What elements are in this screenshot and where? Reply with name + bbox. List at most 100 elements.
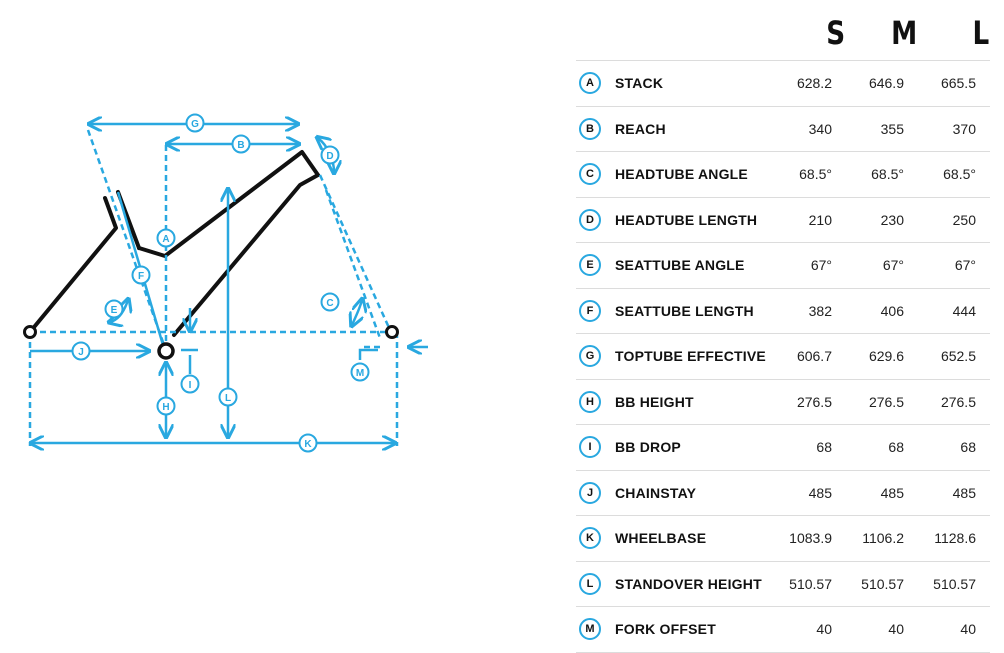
svg-text:L: L xyxy=(225,393,231,404)
value-s: 210 xyxy=(808,211,832,228)
table-row: I BB DROP 68 68 68 xyxy=(576,425,990,471)
marker-m: M xyxy=(350,362,370,382)
marker-i: I xyxy=(180,374,200,394)
value-m: 1106.2 xyxy=(862,530,904,547)
row-label: STACK xyxy=(615,75,664,92)
value-l: 665.5 xyxy=(940,75,976,92)
value-l: 444 xyxy=(952,302,976,319)
value-m: 406 xyxy=(880,302,904,319)
svg-text:M: M xyxy=(356,368,364,379)
marker-c: C xyxy=(320,292,340,312)
value-l: 68 xyxy=(960,439,976,456)
value-m: 510.57 xyxy=(861,575,904,592)
marker-d: D xyxy=(320,145,340,165)
value-l: 67° xyxy=(954,257,976,274)
marker-h: H xyxy=(156,396,176,416)
front-axle-circle xyxy=(385,325,399,339)
value-s: 276.5 xyxy=(796,393,832,410)
size-header: S M L xyxy=(576,6,990,60)
svg-text:K: K xyxy=(304,439,312,450)
bottom-bracket-circle xyxy=(157,342,175,360)
value-s: 40 xyxy=(816,621,832,638)
row-key-badge: A xyxy=(579,72,601,95)
seatstay-line xyxy=(28,196,118,334)
value-s: 68.5° xyxy=(799,166,832,183)
value-s: 340 xyxy=(808,120,832,137)
svg-text:H: H xyxy=(162,402,169,413)
row-label: TOPTUBE EFFECTIVE xyxy=(615,348,766,365)
row-label: HEADTUBE ANGLE xyxy=(615,166,748,183)
value-l: 276.5 xyxy=(940,393,976,410)
marker-g: G xyxy=(185,113,205,133)
diagram-markers: G B D A F E C J I H L M K xyxy=(71,113,370,453)
svg-text:F: F xyxy=(138,271,144,282)
svg-text:A: A xyxy=(162,234,169,245)
bike-frame xyxy=(28,150,320,337)
svg-text:G: G xyxy=(191,119,199,130)
row-label: BB DROP xyxy=(615,439,681,456)
row-label: FORK OFFSET xyxy=(615,621,716,638)
row-label: REACH xyxy=(615,120,666,137)
marker-l: L xyxy=(218,387,238,407)
value-m: 40 xyxy=(888,621,904,638)
row-key-badge: F xyxy=(579,299,601,322)
value-s: 67° xyxy=(810,257,832,274)
size-m: M xyxy=(891,14,917,52)
row-key-badge: E xyxy=(579,254,601,277)
top-tube-line xyxy=(137,150,320,337)
value-l: 652.5 xyxy=(940,348,976,365)
row-key-badge: G xyxy=(579,345,601,368)
row-key-badge: L xyxy=(579,572,601,595)
row-label: HEADTUBE LENGTH xyxy=(615,211,758,228)
value-m: 67° xyxy=(882,257,904,274)
value-l: 485 xyxy=(952,484,976,501)
value-s: 606.7 xyxy=(796,348,832,365)
size-s: S xyxy=(826,14,845,52)
value-m: 355 xyxy=(880,120,904,137)
row-label: STANDOVER HEIGHT xyxy=(615,575,762,592)
svg-text:I: I xyxy=(189,380,192,391)
value-l: 68.5° xyxy=(943,166,976,183)
table-row: H BB HEIGHT 276.5 276.5 276.5 xyxy=(576,380,990,425)
value-m: 629.6 xyxy=(868,348,904,365)
value-s: 485 xyxy=(808,484,832,501)
value-m: 485 xyxy=(880,484,904,501)
value-m: 276.5 xyxy=(868,393,904,410)
row-label: CHAINSTAY xyxy=(615,484,697,501)
row-label: WHEELBASE xyxy=(615,530,707,547)
row-key-badge: H xyxy=(579,390,601,413)
value-s: 68 xyxy=(816,439,832,456)
row-label: BB HEIGHT xyxy=(615,393,694,410)
value-l: 40 xyxy=(960,621,976,638)
value-m: 646.9 xyxy=(868,75,904,92)
table-row: G TOPTUBE EFFECTIVE 606.7 629.6 652.5 xyxy=(576,334,990,380)
row-key-badge: I xyxy=(579,436,601,459)
value-m: 68 xyxy=(888,439,904,456)
row-key-badge: B xyxy=(579,117,601,140)
marker-j: J xyxy=(71,341,91,361)
value-l: 1128.6 xyxy=(934,530,976,547)
value-m: 230 xyxy=(880,211,904,228)
svg-text:B: B xyxy=(237,140,244,151)
marker-e: E xyxy=(104,299,124,319)
svg-text:E: E xyxy=(111,305,118,316)
svg-text:D: D xyxy=(326,151,333,162)
marker-a: A xyxy=(156,228,176,248)
row-key-badge: K xyxy=(579,527,601,550)
row-key-badge: D xyxy=(579,208,601,231)
svg-text:C: C xyxy=(326,298,333,309)
marker-b: B xyxy=(231,134,251,154)
marker-f: F xyxy=(131,265,151,285)
value-s: 510.57 xyxy=(789,575,832,592)
geometry-diagram: G B D A F E C J I H L M K xyxy=(23,113,428,453)
